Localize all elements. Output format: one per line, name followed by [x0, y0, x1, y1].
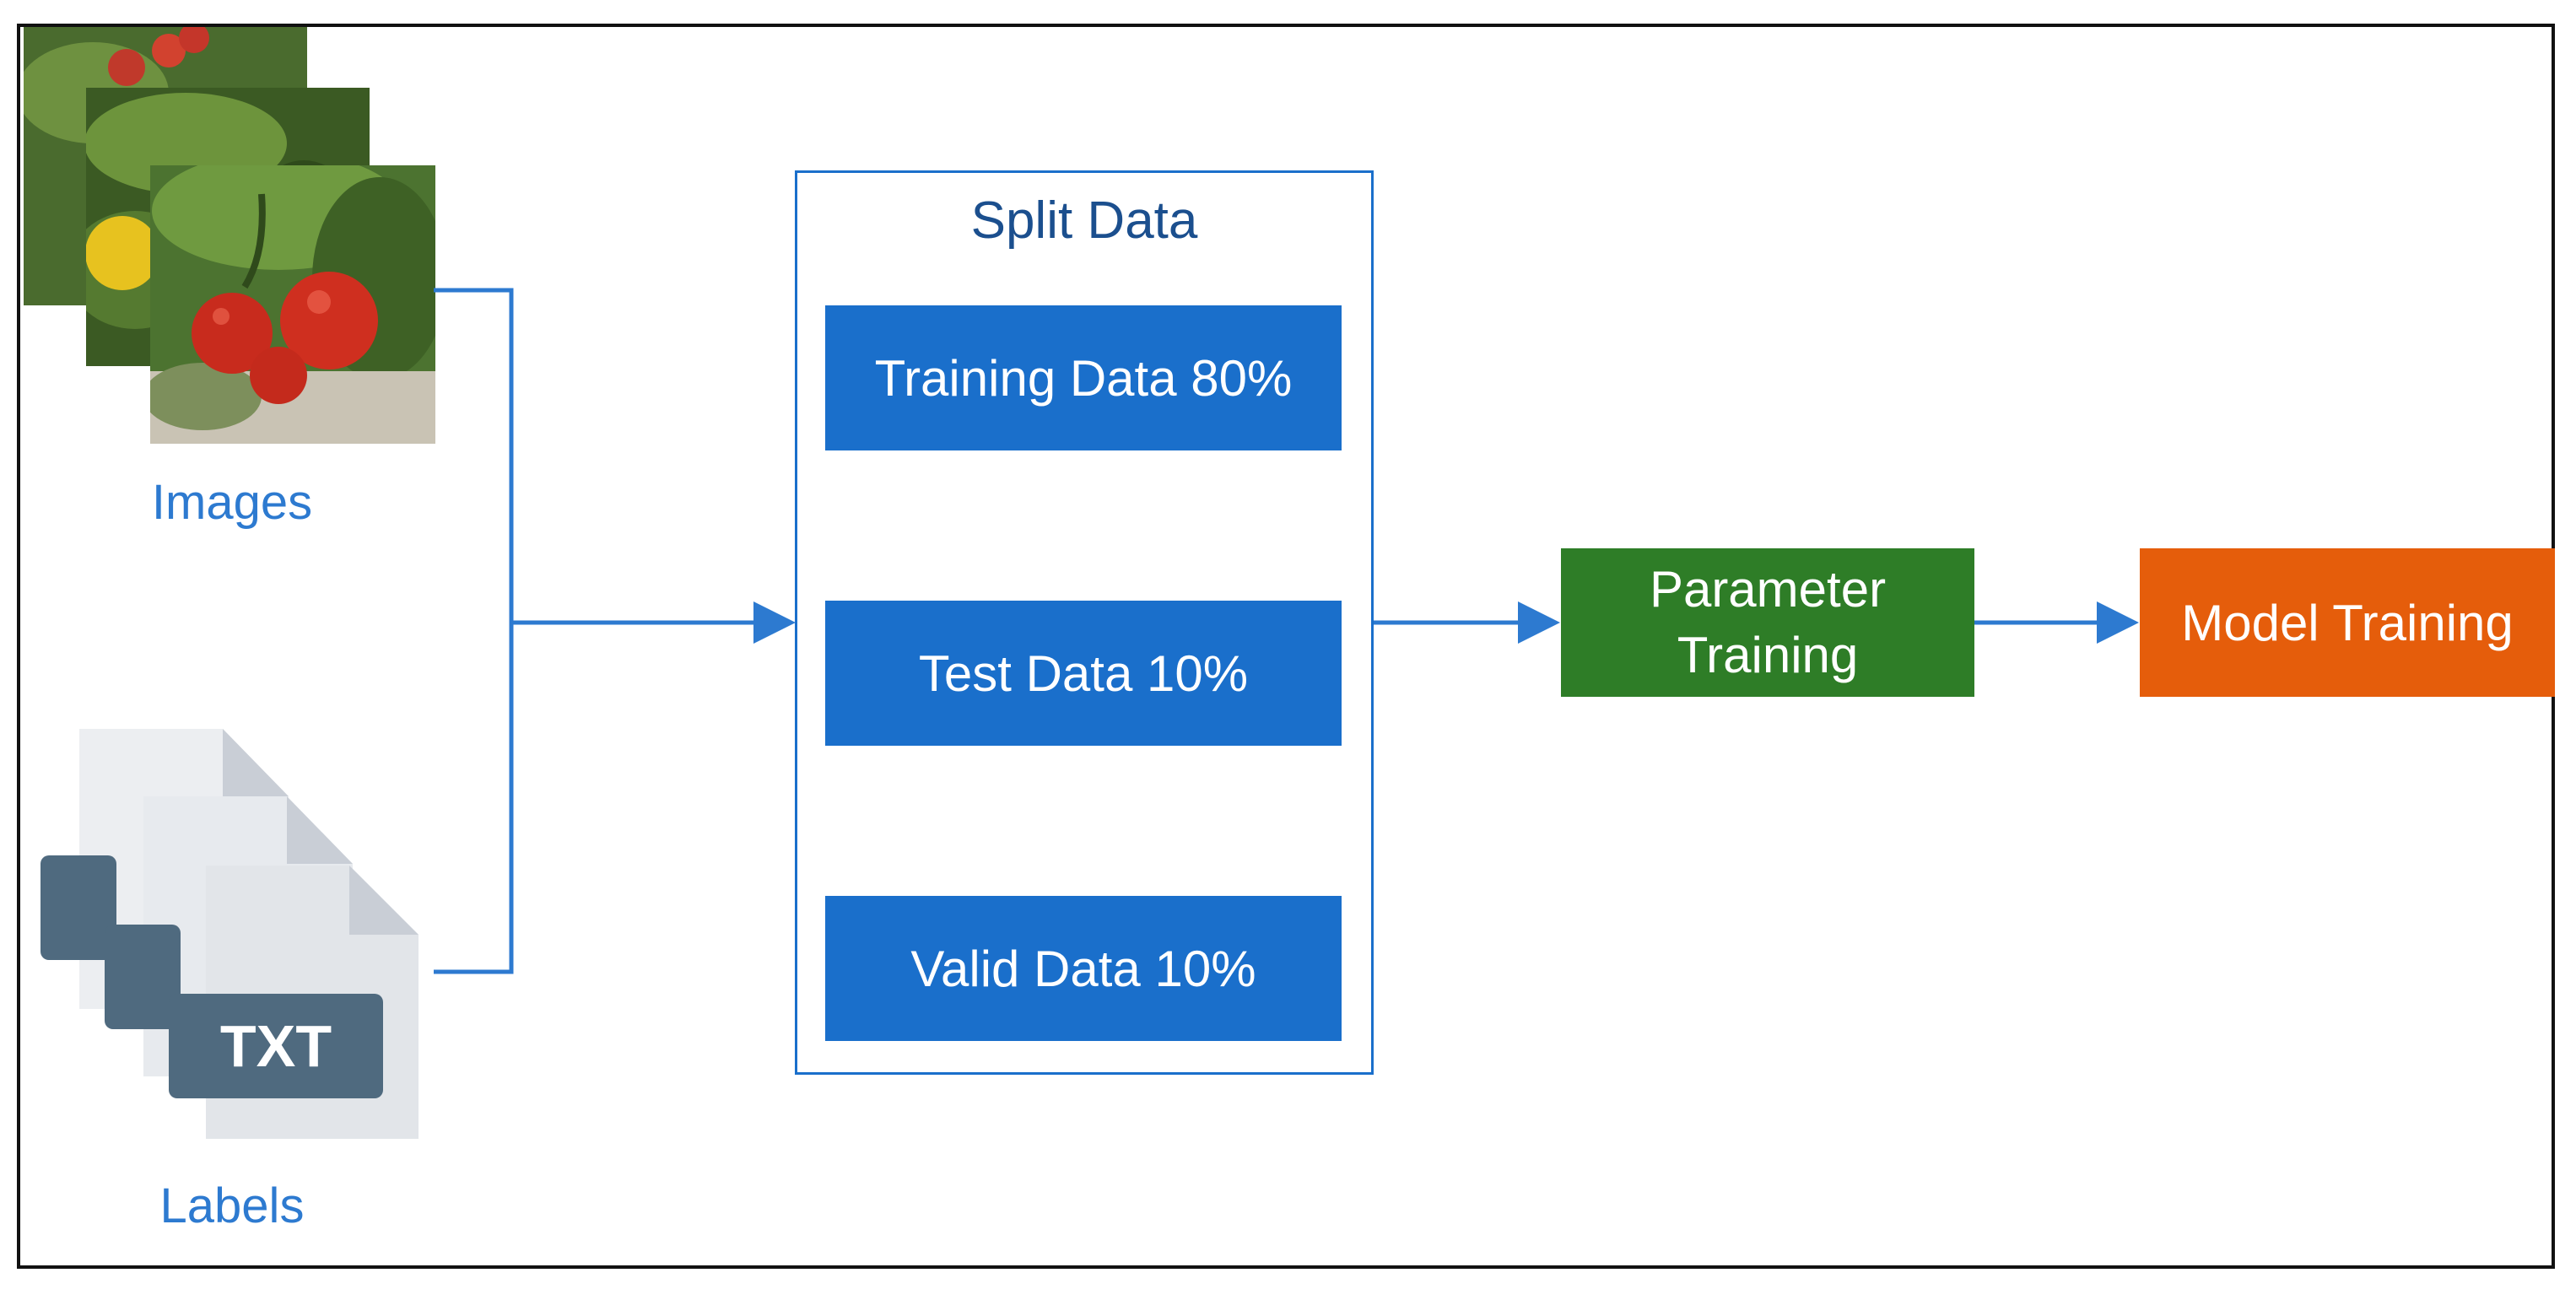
txt-badge-label: TXT: [219, 1013, 332, 1079]
parameter-training-line1: Parameter: [1649, 561, 1887, 618]
labels-connector: [434, 623, 514, 974]
images-caption: Images: [151, 475, 313, 530]
parameter-training-box: Parameter Training: [1561, 548, 1974, 697]
labels-caption: Labels: [159, 1178, 305, 1233]
tomato-photo-front: [150, 165, 435, 444]
training-data-box: Training Data 80%: [825, 305, 1342, 450]
parameter-training-line2: Training: [1677, 627, 1859, 683]
test-data-box: Test Data 10%: [825, 601, 1342, 746]
images-connector: [434, 288, 514, 623]
valid-data-box: Valid Data 10%: [825, 896, 1342, 1041]
model-training-box: Model Training: [2140, 548, 2555, 697]
connectors: [434, 288, 2139, 974]
split-data-title: Split Data: [970, 191, 1198, 250]
txt-file-icons: [41, 729, 419, 1139]
file-icon-front: [169, 866, 419, 1139]
